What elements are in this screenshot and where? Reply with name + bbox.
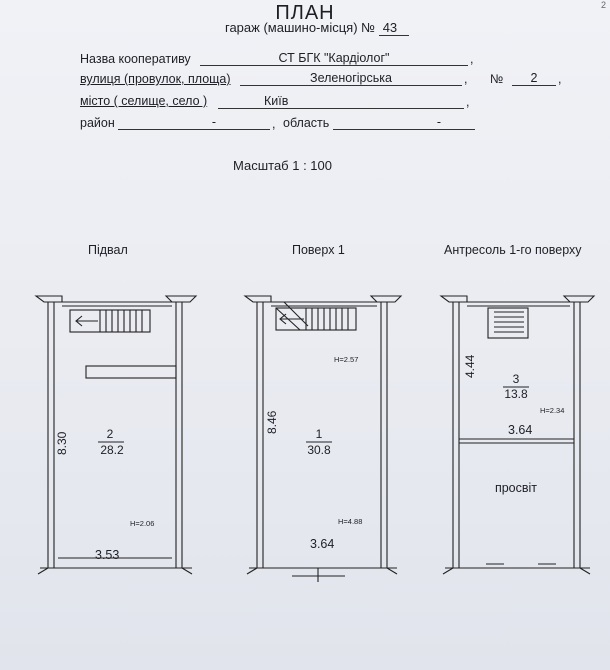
number-label: № <box>490 72 504 86</box>
district-value: - <box>118 115 270 130</box>
number-value: 2 <box>512 71 556 86</box>
plan-title-mezzanine: Антресоль 1-го поверху <box>444 243 582 257</box>
floor1-height-label: 8.46 <box>265 410 279 434</box>
floor-plans: 8.30 2 28.2 H=2.06 3.53 <box>34 295 596 582</box>
city-value: Київ <box>218 94 464 109</box>
district-label: район <box>80 116 115 130</box>
plan-title-floor1: Поверх 1 <box>292 243 345 257</box>
floor1-plan <box>243 295 403 582</box>
mezzanine-plan <box>439 295 596 575</box>
comma: , <box>558 72 562 86</box>
comma: , <box>272 117 276 131</box>
street-value: Зеленогірська <box>240 71 462 86</box>
basement-height-label: 8.30 <box>55 431 69 455</box>
basement-ceiling-height: H=2.06 <box>130 519 154 528</box>
mezzanine-room-number: 3 <box>513 372 520 386</box>
scale-label: Масштаб 1 : 100 <box>233 158 332 173</box>
comma: , <box>464 72 468 86</box>
floor1-room-area: 30.8 <box>307 443 331 457</box>
mezzanine-height-label: 4.44 <box>463 354 477 378</box>
basement-width-label: 3.53 <box>95 548 119 562</box>
floor1-width-label: 3.64 <box>310 537 334 551</box>
mezzanine-void-label: просвіт <box>495 481 537 495</box>
basement-room-number: 2 <box>107 427 114 441</box>
basement-plan <box>34 295 198 575</box>
document-subtitle: гараж (машино-місця) № 43 <box>225 20 409 36</box>
coop-label: Назва кооперативу <box>80 52 191 66</box>
basement-room-area: 28.2 <box>100 443 124 457</box>
floor1-ceiling-top: H=2.57 <box>334 355 358 364</box>
plan-title-basement: Підвал <box>88 243 128 257</box>
coop-value: СТ БГК "Кардіолог" <box>200 51 468 66</box>
mezzanine-ceiling-height: H=2.34 <box>540 406 564 415</box>
garage-number: 43 <box>378 20 409 36</box>
mezzanine-room-area: 13.8 <box>504 387 528 401</box>
comma: , <box>470 52 474 66</box>
subtitle-prefix: гараж (машино-місця) № <box>225 20 376 35</box>
page-number: 2 <box>600 0 606 10</box>
comma: , <box>466 95 470 109</box>
street-label: вулиця (провулок, площа) <box>80 72 231 86</box>
document-title: ПЛАН <box>275 2 335 24</box>
floor1-room-number: 1 <box>316 427 323 441</box>
city-label: місто ( селище, село ) <box>80 94 208 108</box>
region-value: - <box>333 115 475 130</box>
mezzanine-width-label: 3.64 <box>508 423 532 437</box>
region-label: область <box>283 116 330 130</box>
floor1-ceiling-bottom: H=4.88 <box>338 517 362 526</box>
